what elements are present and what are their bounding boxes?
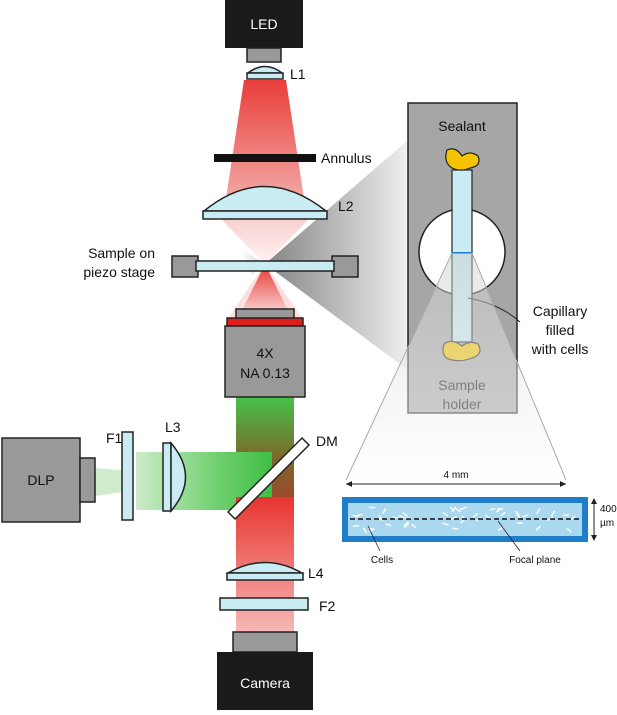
- objective-magnification: 4X: [256, 345, 274, 361]
- cell-mark: [353, 526, 358, 527]
- sealant-label: Sealant: [438, 118, 486, 134]
- cell-mark: [394, 517, 399, 518]
- camera: Camera: [217, 632, 313, 710]
- f1-label: F1: [106, 430, 123, 446]
- capillary-label-line1: Capillary: [533, 303, 587, 319]
- sample-stage-label-line2: piezo stage: [83, 264, 155, 280]
- cell-mark: [453, 528, 458, 529]
- objective-na: NA 0.13: [240, 365, 290, 381]
- focal-plane-label: Focal plane: [509, 555, 561, 566]
- objective-4x: 4X NA 0.13: [225, 309, 305, 397]
- annulus-label: Annulus: [321, 150, 372, 166]
- cell-mark: [517, 523, 522, 524]
- l4-label: L4: [308, 565, 324, 581]
- cells-label: Cells: [371, 555, 393, 566]
- camera-label: Camera: [240, 675, 290, 691]
- dlp-label: DLP: [27, 472, 54, 488]
- capillary-label-line3: with cells: [531, 341, 589, 357]
- led-source: LED: [225, 0, 303, 62]
- dm-label: DM: [316, 433, 338, 449]
- l2-label: L2: [338, 198, 354, 214]
- l3-label: L3: [165, 419, 181, 435]
- capillary-cross-section: 4 mm 400 µm Cells Focal plane: [342, 470, 617, 566]
- height-label-line2: µm: [600, 518, 614, 529]
- dlp-projector: DLP: [2, 438, 95, 522]
- lens-l1: L1: [247, 66, 306, 82]
- cell-mark: [353, 516, 358, 517]
- l1-label: L1: [290, 66, 306, 82]
- led-label: LED: [250, 16, 277, 32]
- capillary-label-line2: filled: [546, 322, 575, 338]
- sample-stage-label-line1: Sample on: [88, 245, 155, 261]
- height-label-line1: 400: [600, 504, 617, 515]
- cell-mark: [564, 515, 569, 516]
- f2-label: F2: [319, 598, 336, 614]
- width-label: 4 mm: [444, 470, 469, 481]
